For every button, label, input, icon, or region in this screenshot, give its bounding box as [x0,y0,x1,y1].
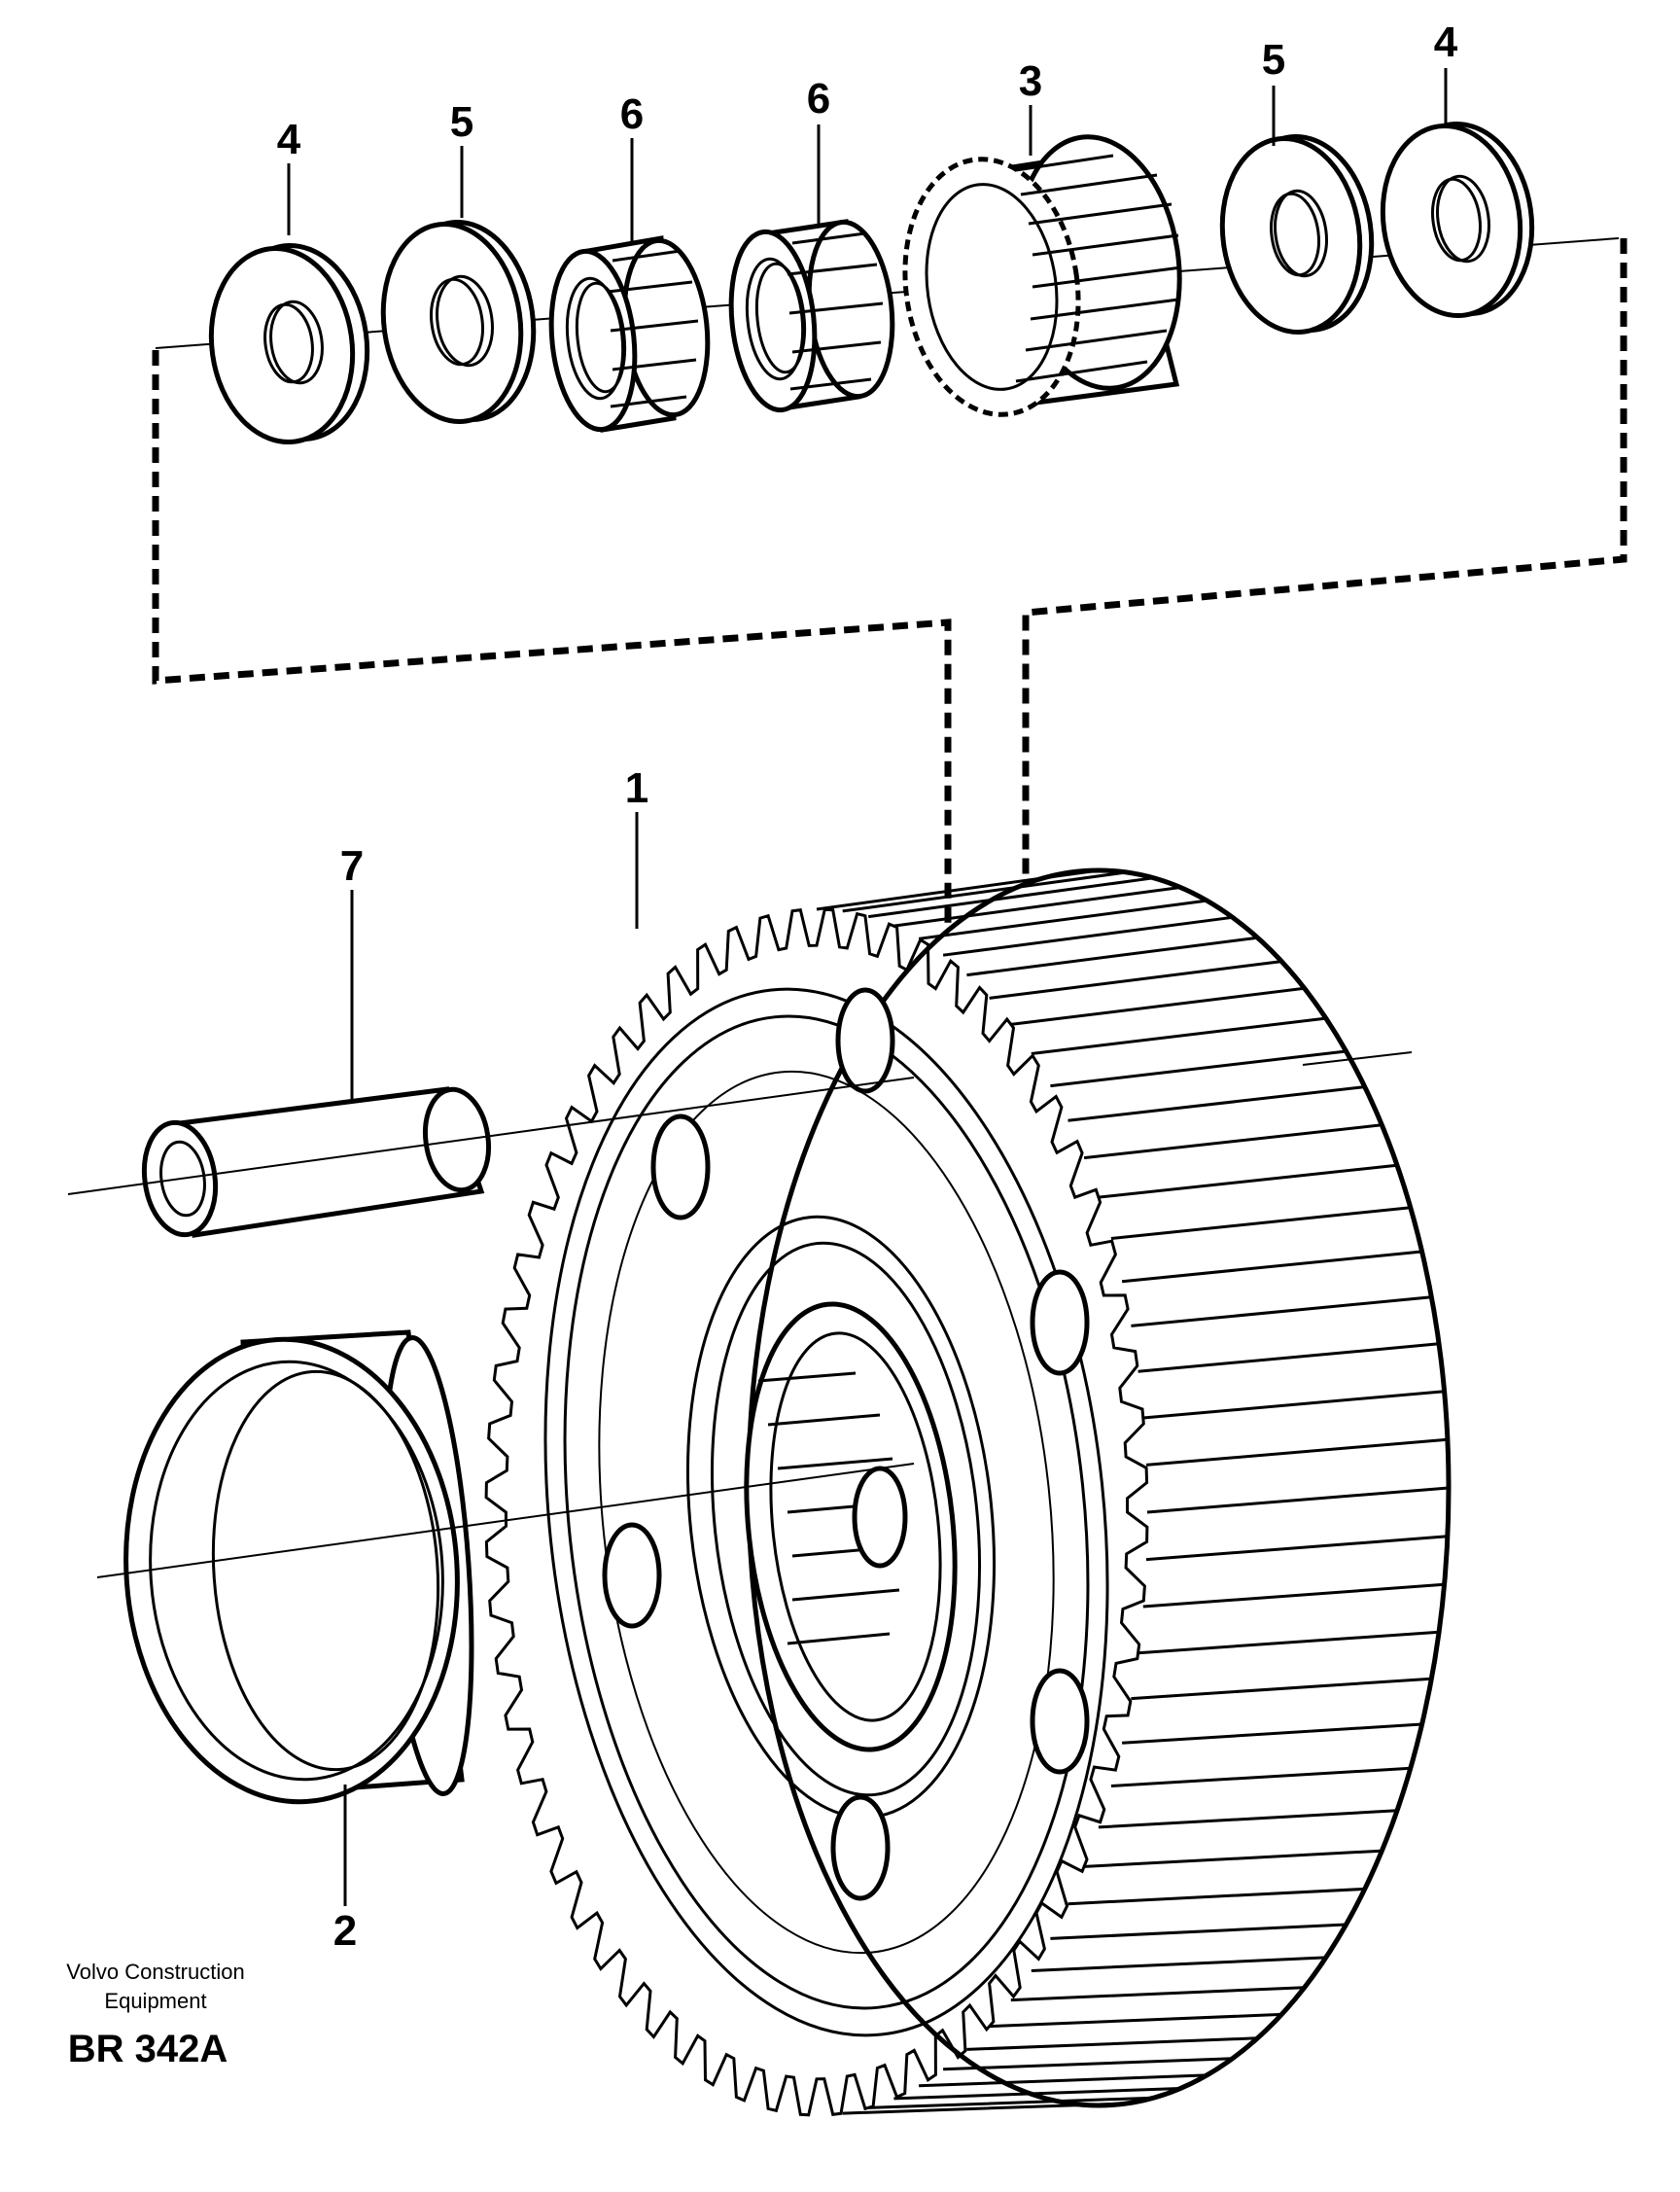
bolt-holes [602,987,1090,1901]
bushing-ring [96,1329,915,1805]
callout-6-left: 6 [620,90,644,138]
figure-footer: Volvo Construction Equipment BR 342A [66,1960,244,2070]
spacer-washer-left [380,220,537,424]
thrust-washer-left [208,242,370,445]
callout-4-right: 4 [1434,18,1458,66]
leader-lines [287,68,1448,1906]
planet-shaft [67,1077,915,1238]
spacer-washer-right [1219,133,1375,336]
figure-code: BR 342A [68,2028,228,2070]
callout-5-left: 5 [450,98,473,146]
callout-4-left: 4 [277,116,301,163]
callout-6-right: 6 [807,75,830,123]
assembly-dashed-lines [152,238,1628,1021]
publisher-line-1: Volvo Construction [66,1960,244,1984]
publisher-line-2: Equipment [104,1989,206,2013]
callout-7: 7 [340,842,364,890]
needle-bearing-left [548,235,711,433]
thrust-washer-right [1380,121,1535,319]
callout-labels: 4 5 6 6 3 5 4 1 7 2 [277,18,1458,1955]
callout-3: 3 [1019,57,1042,105]
callout-2: 2 [333,1907,357,1955]
needle-bearing-right [728,219,895,413]
main-axis-line [1302,1051,1413,1066]
planet-carrier-gear [484,867,1452,2117]
planet-gear [902,134,1182,417]
callout-1: 1 [625,764,648,812]
callout-5-right: 5 [1262,36,1285,84]
